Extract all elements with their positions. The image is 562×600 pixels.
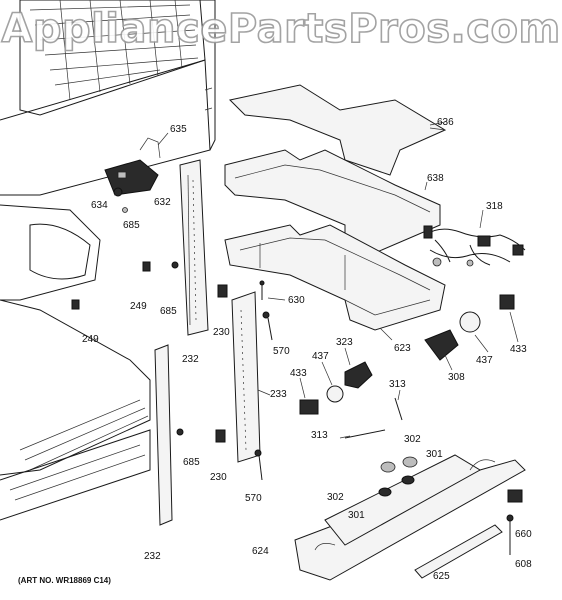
rod-313-a [394, 397, 403, 421]
leader-lines [157, 121, 519, 439]
callout-302-a: 302 [404, 434, 421, 445]
callout-437-a: 437 [312, 351, 329, 362]
callout-323: 323 [336, 337, 353, 348]
rail-232-upper [179, 159, 209, 336]
callout-232-a: 232 [182, 354, 199, 365]
callout-608: 608 [515, 559, 532, 570]
callout-249-a: 249 [130, 301, 147, 312]
callout-233: 233 [270, 389, 287, 400]
light-housing-623 [224, 224, 446, 331]
fasteners [71, 261, 523, 555]
tray-624 [294, 454, 526, 581]
callout-313-a: 313 [389, 379, 406, 390]
switch-632-634 [104, 137, 161, 213]
rod-313-b [344, 429, 386, 439]
crisper-drawing [0, 204, 151, 521]
callout-433-b: 433 [510, 344, 527, 355]
cover-plate-636 [228, 84, 447, 176]
art-number: (ART NO. WR18869 C14) [18, 576, 111, 585]
callout-632: 632 [154, 197, 171, 208]
callout-230-b: 230 [210, 472, 227, 483]
callout-624: 624 [252, 546, 269, 557]
callout-685-a: 685 [123, 220, 140, 231]
callout-634: 634 [91, 200, 108, 211]
callout-301-a: 301 [426, 449, 443, 460]
callout-433-a: 433 [290, 368, 307, 379]
callout-630: 630 [288, 295, 305, 306]
trim-625 [414, 524, 503, 579]
rail-232-lower [154, 344, 173, 526]
callout-230-a: 230 [213, 327, 230, 338]
callout-232-b: 232 [144, 551, 161, 562]
insulation-638 [224, 149, 441, 256]
callout-635: 635 [170, 124, 187, 135]
callout-625: 625 [433, 571, 450, 582]
callout-302-b: 302 [327, 492, 344, 503]
wire-harness-318 [423, 225, 526, 267]
callout-570-b: 570 [245, 493, 262, 504]
rail-233 [231, 291, 261, 463]
callout-570-a: 570 [273, 346, 290, 357]
callout-636: 636 [437, 117, 454, 128]
callout-437-b: 437 [476, 355, 493, 366]
callout-638: 638 [427, 173, 444, 184]
liner-shelf-drawing [0, 0, 216, 196]
callout-660: 660 [515, 529, 532, 540]
lamps [299, 294, 515, 415]
callout-318: 318 [486, 201, 503, 212]
callout-623: 623 [394, 343, 411, 354]
watermark-logo: AppliancePartsPros.com [1, 5, 561, 53]
callout-685-c: 685 [183, 457, 200, 468]
callout-249-b: 249 [82, 334, 99, 345]
callout-308: 308 [448, 372, 465, 383]
callout-313-b: 313 [311, 430, 328, 441]
callout-685-b: 685 [160, 306, 177, 317]
callout-301-b: 301 [348, 510, 365, 521]
